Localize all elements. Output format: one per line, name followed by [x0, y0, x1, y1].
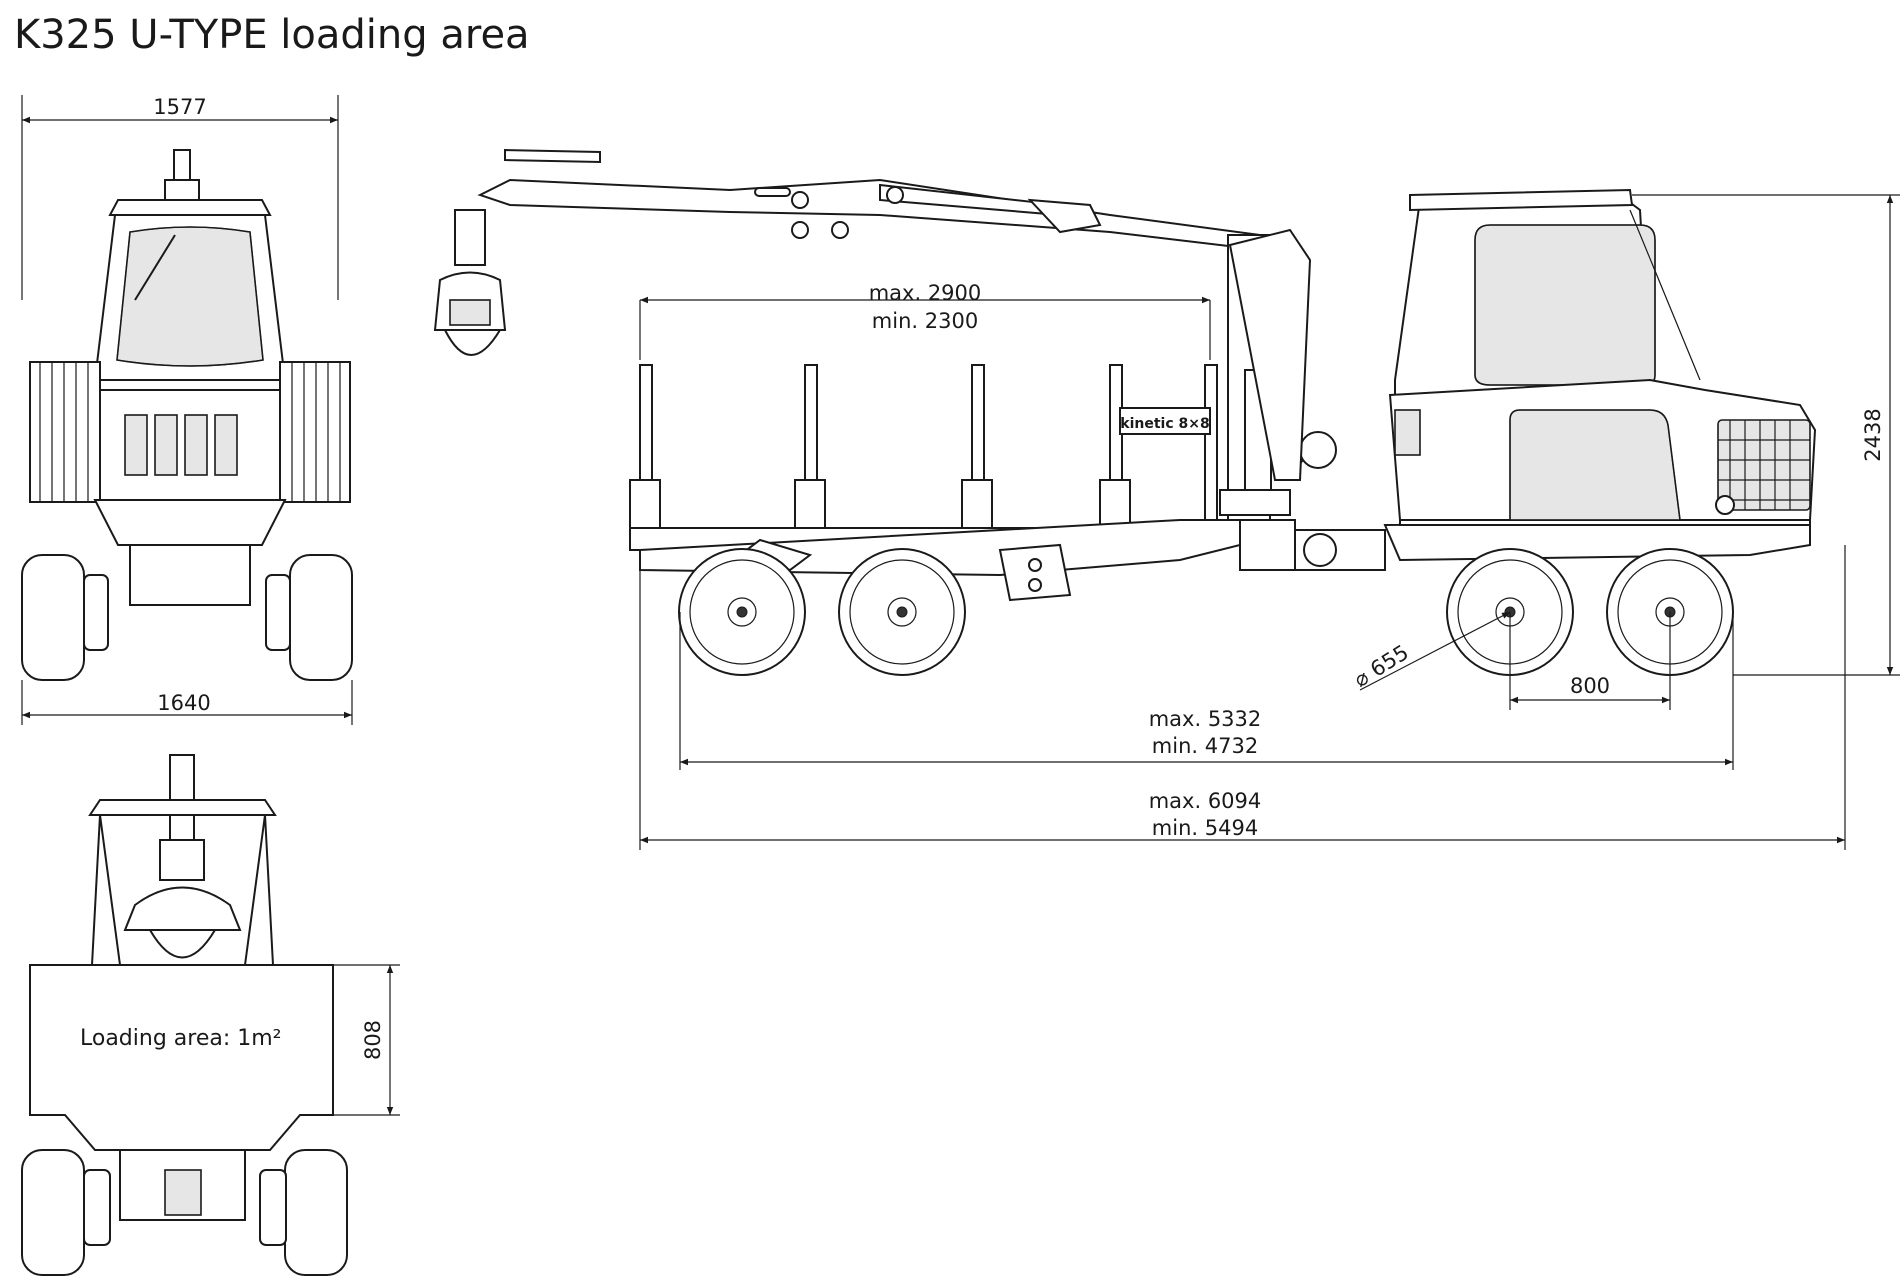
side-view: max. 2900 min. 2300 — [433, 148, 1900, 850]
length-min-dimension: min. 5494 — [1152, 816, 1258, 840]
rear-view: Loading area: 1m² 808 — [21, 754, 400, 1276]
width-top-dimension: 1577 — [153, 95, 206, 119]
boom-max-dimension: max. 2900 — [869, 281, 982, 305]
loading-area-label: Loading area: 1m² — [80, 1026, 282, 1051]
rear-wheel-2 — [838, 548, 966, 676]
rear-wheel-1 — [678, 548, 806, 676]
wheelbase-min-dimension: min. 4732 — [1152, 734, 1258, 758]
bogie-spacing-dimension: 800 — [1570, 674, 1610, 698]
drawing-title: K325 U-TYPE loading area — [14, 12, 530, 58]
width-bottom-dimension: 1640 — [157, 691, 210, 715]
boom-min-dimension: min. 2300 — [872, 309, 978, 333]
wheel-diameter-dimension: ⌀ 655 — [1350, 640, 1413, 692]
front-view: 1577 — [21, 95, 353, 725]
total-height-dimension: 2438 — [1861, 408, 1885, 461]
wheelbase-max-dimension: max. 5332 — [1149, 707, 1262, 731]
length-max-dimension: max. 6094 — [1149, 789, 1262, 813]
brand-plate: kinetic 8×8 — [1120, 416, 1209, 432]
wheel-diameter-leader — [1359, 611, 1511, 691]
bunk-height-dimension: 808 — [361, 1020, 385, 1060]
